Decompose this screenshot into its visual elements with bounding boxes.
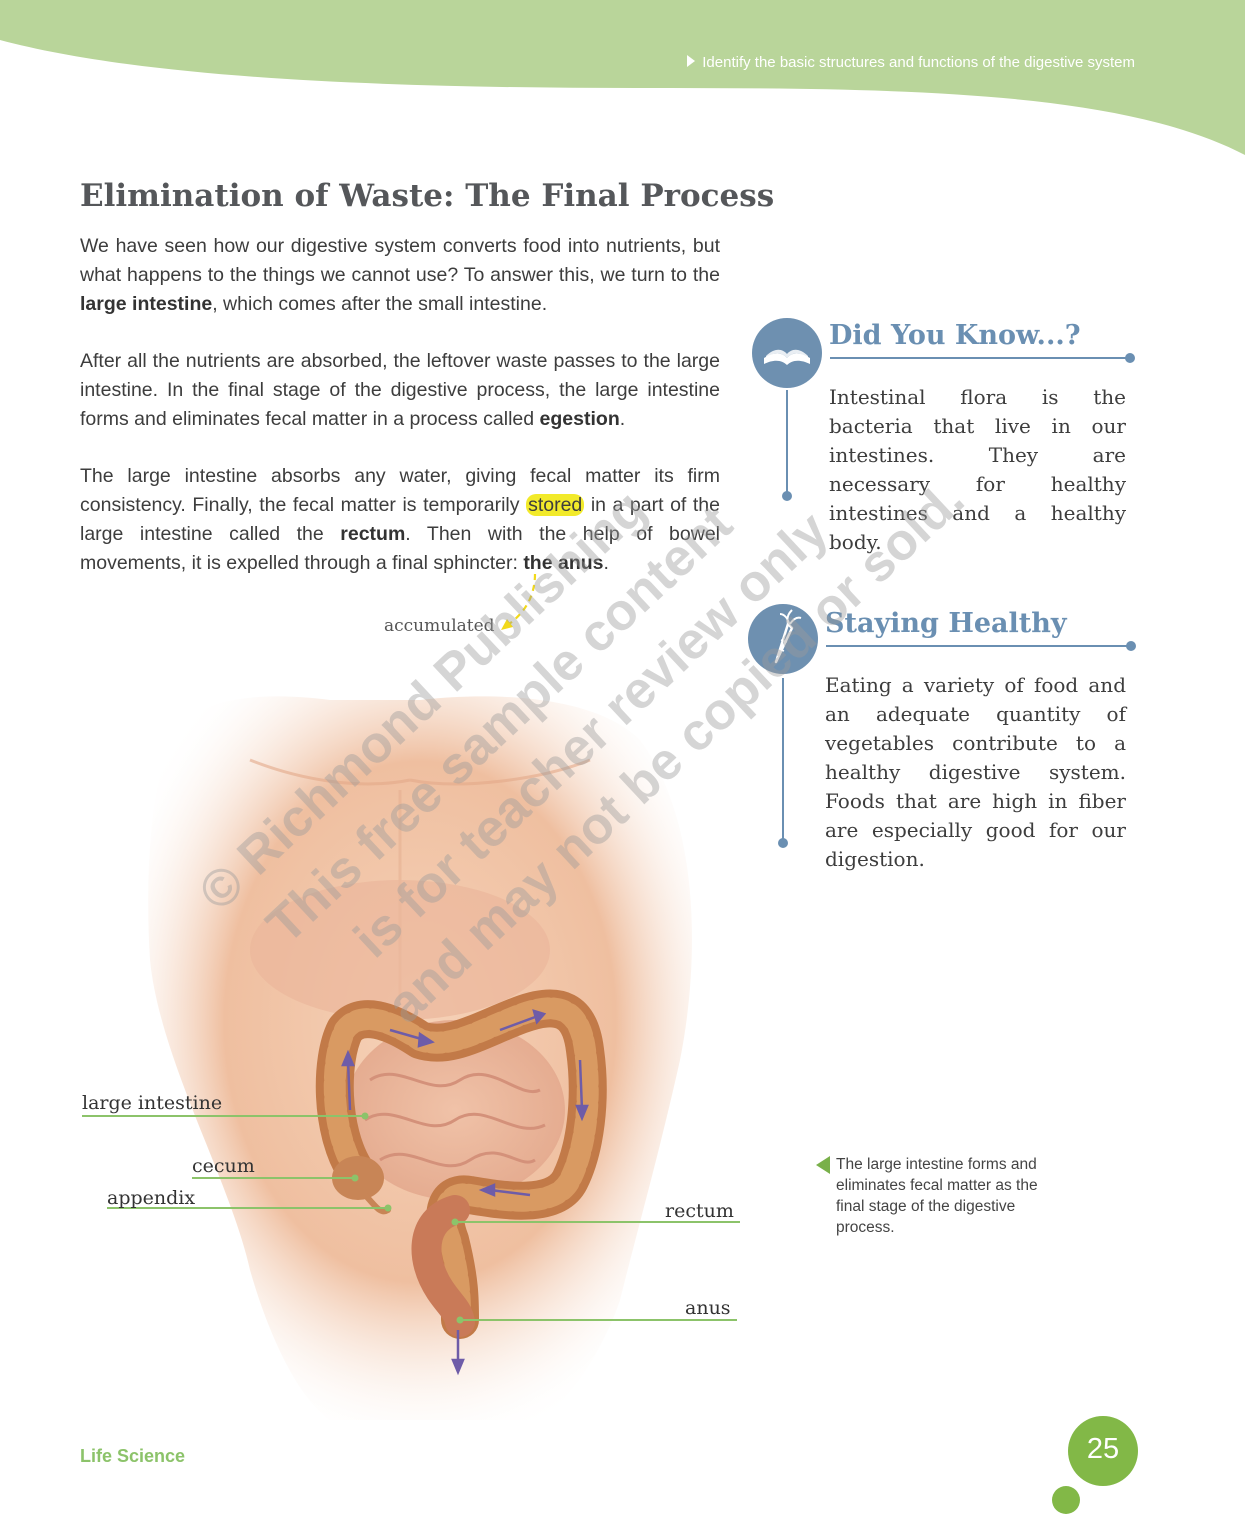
did-you-know-title: Did You Know...? — [829, 320, 1081, 351]
did-you-know-text: Intestinal flora is the bacteria that li… — [829, 385, 1126, 554]
digestive-illustration — [82, 696, 740, 1420]
label-rectum: rectum — [665, 1200, 734, 1222]
did-you-know-frame — [782, 353, 1135, 501]
paragraph-3: The large intestine absorbs any water, g… — [80, 465, 720, 574]
label-cecum: cecum — [192, 1155, 255, 1177]
staying-healthy-frame — [778, 641, 1136, 848]
term-rectum: rectum — [340, 523, 406, 545]
footer-subject: Life Science — [80, 1446, 186, 1466]
page-number-badge — [1068, 1416, 1138, 1486]
book-icon — [752, 318, 822, 388]
gloss-arrow — [501, 573, 537, 630]
page-title: Elimination of Waste: The Final Process — [80, 178, 775, 214]
carrot-icon — [748, 604, 818, 674]
term-anus: the anus — [523, 552, 604, 574]
header-band — [0, 0, 1245, 155]
caption-arrow-icon — [816, 1156, 830, 1174]
learning-objective: Identify the basic structures and functi… — [687, 54, 1135, 71]
label-large-intestine: large intestine — [82, 1092, 223, 1114]
gloss-word: accumulated — [384, 616, 495, 636]
term-egestion: egestion — [539, 408, 620, 430]
term-large-intestine: large intestine — [80, 293, 213, 315]
paragraph-2: After all the nutrients are absorbed, th… — [80, 350, 720, 430]
highlighted-word: stored — [526, 494, 585, 516]
staying-healthy-title: Staying Healthy — [825, 608, 1067, 639]
play-triangle-icon — [687, 55, 696, 67]
label-appendix: appendix — [107, 1187, 196, 1209]
figure-caption: The large intestine forms and eliminates… — [836, 1156, 1038, 1236]
paragraph-1: We have seen how our digestive system co… — [80, 235, 720, 315]
staying-healthy-text: Eating a variety of food and an adequate… — [825, 673, 1126, 871]
label-anus: anus — [685, 1297, 731, 1319]
decorative-dot — [1052, 1486, 1080, 1514]
page-number: 25 — [1086, 1433, 1120, 1465]
